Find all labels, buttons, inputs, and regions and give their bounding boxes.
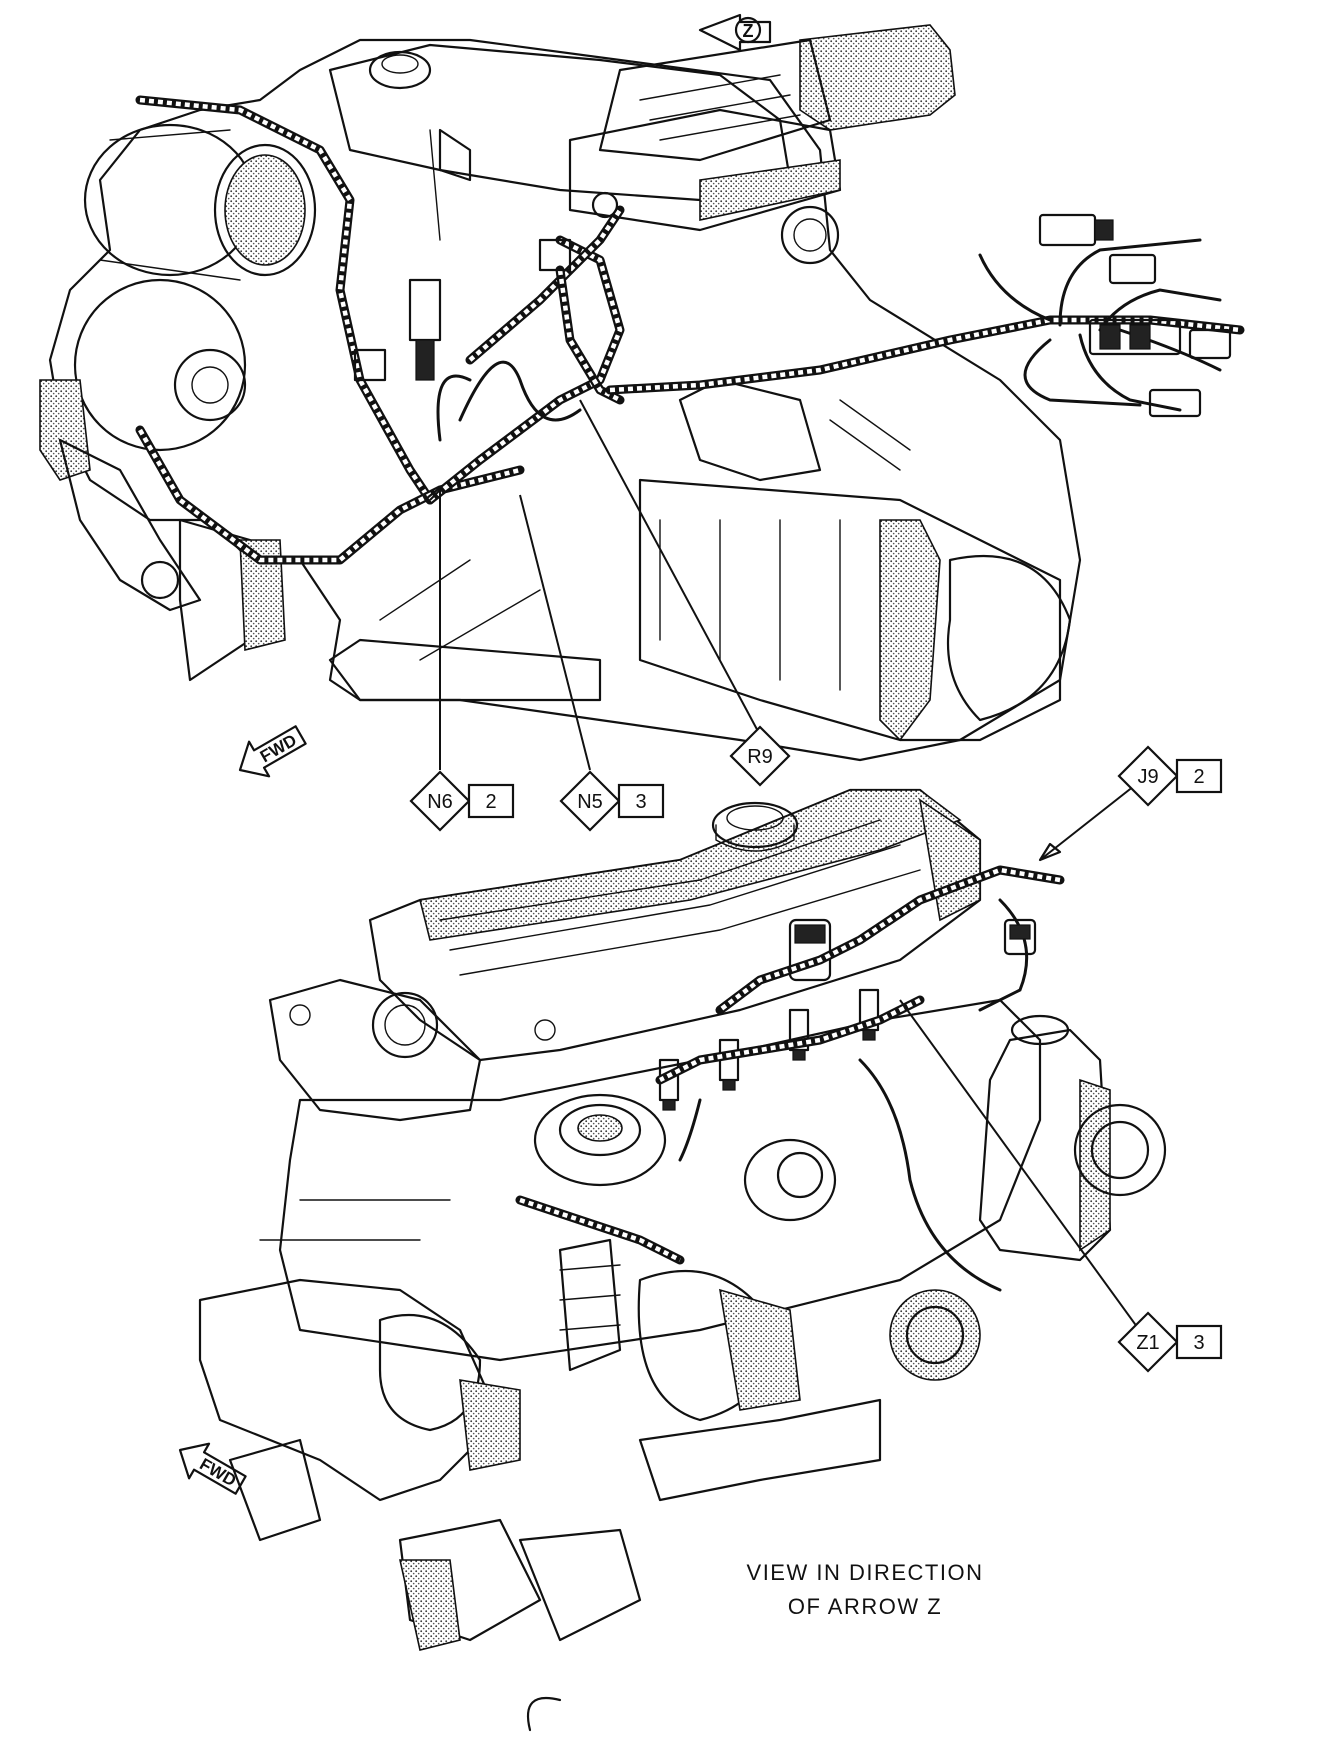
fwd-arrow-bottom: FWD <box>178 1442 247 1495</box>
callout-z1-sheet: 3 <box>1193 1332 1204 1354</box>
bottom-engine-view: FWD <box>178 774 1167 1651</box>
sensor-top-center <box>408 278 442 342</box>
harness-branch-alternator <box>135 425 525 565</box>
callout-z1-code: Z1 <box>1136 1332 1159 1354</box>
callout-n6: N6 2 <box>409 770 515 832</box>
callout-r9-code: R9 <box>747 746 773 768</box>
harness-branch-throttle <box>135 95 435 505</box>
callout-z1: Z1 3 <box>1117 1311 1223 1373</box>
callout-n5-sheet: 3 <box>635 791 646 813</box>
callout-j9: J9 2 <box>1117 745 1223 807</box>
alternator-bottom <box>743 1138 837 1222</box>
fwd-arrow-top: FWD <box>238 725 307 778</box>
arrow-z-label: Z <box>743 21 754 41</box>
harness-front <box>515 1195 685 1265</box>
arrow-z-indicator: Z <box>698 13 772 52</box>
caption-line-2: OF ARROW Z <box>788 1594 942 1619</box>
top-engine-view: Z FWD <box>39 13 1245 778</box>
callout-j9-code: J9 <box>1137 766 1158 788</box>
view-caption: VIEW IN DIRECTION OF ARROW Z <box>747 1560 984 1619</box>
fuel-injectors <box>658 918 880 1111</box>
distributor <box>533 1093 667 1187</box>
harness-connector-cluster <box>978 213 1232 418</box>
air-intake-hose <box>799 24 956 131</box>
coolant-reservoir <box>978 1014 1112 1262</box>
callout-n6-code: N6 <box>427 791 453 813</box>
callout-r9: R9 <box>729 725 791 787</box>
callout-n5: N5 3 <box>559 770 665 832</box>
oil-cap-top <box>368 50 432 90</box>
edge-fragment <box>526 1696 562 1732</box>
callout-n6-sheet: 2 <box>485 791 496 813</box>
callout-j9-sheet: 2 <box>1193 766 1204 788</box>
harness-branch-sensor <box>465 205 625 365</box>
alternator-top <box>73 278 247 452</box>
harness-upper-rail <box>715 865 1065 1015</box>
caption-line-1: VIEW IN DIRECTION <box>747 1560 984 1585</box>
callout-n5-code: N5 <box>577 791 603 813</box>
oil-cap-bottom <box>711 801 799 849</box>
